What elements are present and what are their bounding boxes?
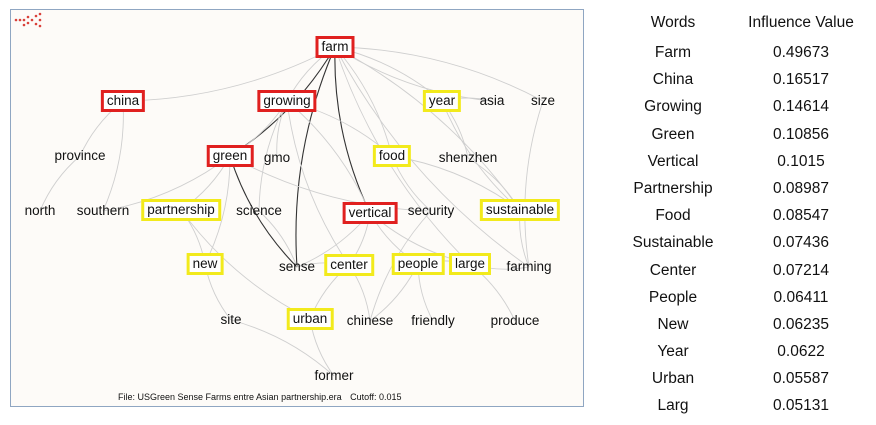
node-science: science xyxy=(236,203,282,218)
edge-farm-china xyxy=(122,46,336,102)
node-new: new xyxy=(186,253,224,275)
edge-site-former xyxy=(230,319,335,377)
table-row: Larg 0.05131 xyxy=(618,397,868,424)
word-cell: Green xyxy=(651,125,695,143)
node-growing: growing xyxy=(257,90,317,112)
edge-growing-center xyxy=(286,100,350,266)
table-row: Partnership 0.08987 xyxy=(618,180,868,207)
influence-value-cell: 0.49673 xyxy=(772,44,830,61)
word-cell: Farm xyxy=(654,44,692,61)
table-row: Sustainable 0.07436 xyxy=(618,234,868,261)
edge-green-sense xyxy=(229,155,298,268)
influence-value-cell: 0.05131 xyxy=(772,397,830,415)
table-row: Farm 0.49673 xyxy=(618,44,868,71)
file-name: File: USGreen Sense Farms entre Asian pa… xyxy=(118,392,342,402)
word-cell: People xyxy=(648,288,698,306)
node-southern: southern xyxy=(76,203,130,218)
node-vertical: vertical xyxy=(342,202,398,224)
edge-farm-farming xyxy=(334,46,530,268)
node-china: china xyxy=(100,90,146,112)
word-cell: Year xyxy=(657,343,689,361)
word-cell: China xyxy=(652,71,694,89)
word-cell: Larg xyxy=(657,397,689,415)
node-sense: sense xyxy=(278,259,316,274)
table-row: Green 0.10856 xyxy=(618,126,868,153)
edge-province-north xyxy=(39,155,81,212)
file-info: File: USGreen Sense Farms entre Asian pa… xyxy=(118,392,408,402)
node-sustainable: sustainable xyxy=(479,199,561,221)
node-produce: produce xyxy=(490,313,540,328)
edge-farm-sustainable xyxy=(334,46,521,211)
node-site: site xyxy=(220,312,242,327)
node-large: large xyxy=(448,253,492,275)
node-province: province xyxy=(54,148,106,163)
edge-farm-sense xyxy=(295,46,336,268)
table-row: Food 0.08547 xyxy=(618,207,868,234)
node-green: green xyxy=(206,145,254,167)
node-food: food xyxy=(372,145,412,167)
influence-value-cell: 0.07436 xyxy=(772,234,830,252)
influence-value-cell: 0.10856 xyxy=(772,125,830,143)
influence-value-cell: 0.14614 xyxy=(772,98,830,116)
edge-china-southern xyxy=(102,100,124,212)
node-year: year xyxy=(422,90,462,112)
table-row: Center 0.07214 xyxy=(618,262,868,289)
influence-value-cell: 0.08987 xyxy=(772,179,830,197)
word-cell: Partnership xyxy=(633,179,713,197)
influence-value-cell: 0.1015 xyxy=(777,152,825,170)
table-row: China 0.16517 xyxy=(618,71,868,98)
edge-farm-vertical xyxy=(334,46,371,214)
header-words: Words xyxy=(650,14,696,31)
table-row: Vertical 0.1015 xyxy=(618,153,868,180)
node-shenzhen: shenzhen xyxy=(438,150,498,165)
influence-value-cell: 0.06235 xyxy=(772,315,830,333)
node-people: people xyxy=(391,253,445,275)
cutoff-value: Cutoff: 0.015 xyxy=(350,392,402,402)
word-cell: Sustainable xyxy=(632,234,714,252)
node-farm: farm xyxy=(315,36,355,58)
node-farming: farming xyxy=(506,259,552,274)
word-cell: Urban xyxy=(651,370,695,388)
word-cell: New xyxy=(657,315,689,333)
header-influence-value: Influence Value xyxy=(748,14,854,31)
node-former: former xyxy=(314,368,354,383)
influence-value-cell: 0.05587 xyxy=(772,370,830,388)
node-size: size xyxy=(530,93,556,108)
word-cell: Vertical xyxy=(647,152,699,170)
node-security: security xyxy=(407,203,455,218)
node-asia: asia xyxy=(479,93,505,108)
node-partnership: partnership xyxy=(141,199,221,221)
word-cell: Center xyxy=(649,261,697,279)
influence-value-cell: 0.07214 xyxy=(772,261,830,279)
word-cell: Food xyxy=(655,207,691,225)
table-row: Year 0.0622 xyxy=(618,343,868,370)
influence-value-cell: 0.16517 xyxy=(772,71,830,89)
logo-icon xyxy=(14,12,42,28)
edge-size-farming xyxy=(524,100,544,268)
node-chinese: chinese xyxy=(346,313,394,328)
table-row: People 0.06411 xyxy=(618,289,868,316)
word-cell: Growing xyxy=(644,98,702,116)
table-row: Urban 0.05587 xyxy=(618,370,868,397)
edge-science-sense xyxy=(258,210,298,268)
edge-green-security xyxy=(229,155,432,212)
node-urban: urban xyxy=(286,308,334,330)
node-north: north xyxy=(24,203,56,218)
edge-growing-science xyxy=(258,100,288,212)
table-row: New 0.06235 xyxy=(618,316,868,343)
network-panel: farm china growing year asia size province gree… xyxy=(10,9,584,407)
influence-value-cell: 0.0622 xyxy=(777,343,825,361)
influence-value-cell: 0.08547 xyxy=(772,207,830,225)
node-gmo: gmo xyxy=(263,150,291,165)
node-friendly: friendly xyxy=(411,313,455,328)
influence-value-cell: 0.06411 xyxy=(773,288,829,306)
edge-farm-size xyxy=(334,46,544,102)
node-center: center xyxy=(324,254,374,276)
table-row: Growing 0.14614 xyxy=(618,98,868,125)
table-header: Words Influence Value xyxy=(618,10,868,44)
